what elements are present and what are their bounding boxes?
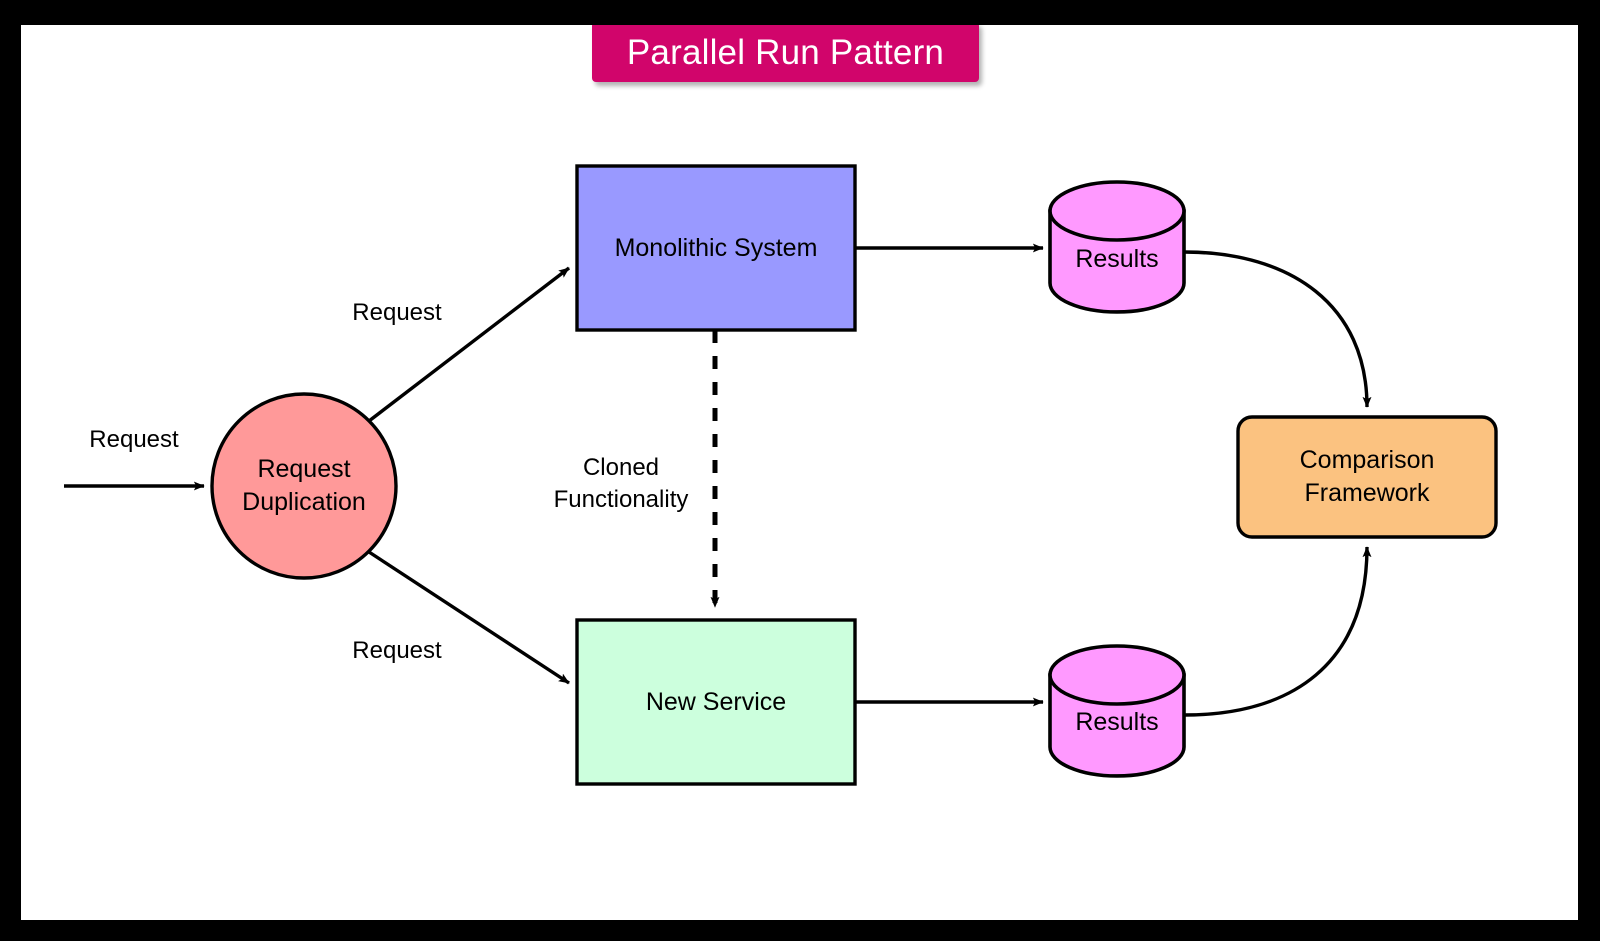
node-monolithic-system[interactable]	[575, 164, 857, 332]
page-title: Parallel Run Pattern	[626, 32, 945, 72]
diagram-canvas: Parallel Run Pattern Monolithic System N…	[21, 25, 1578, 920]
edge-results-top-to-comparison	[1183, 250, 1372, 408]
edge-label-cloned-functionality: Cloned Functionality	[553, 454, 689, 513]
edge-label-request-to-monolith: Request	[352, 299, 442, 326]
node-new-service[interactable]	[575, 618, 857, 786]
edge-label-request-to-new-service: Request	[352, 637, 442, 664]
node-request-duplication[interactable]	[210, 392, 398, 580]
edge-label-external-request: Request	[89, 426, 179, 453]
diagram-vector-layer	[64, 164, 1498, 786]
node-comparison-framework[interactable]	[1236, 415, 1498, 539]
node-results-bottom[interactable]	[1048, 644, 1186, 778]
edge-duplication-to-monolith	[367, 266, 571, 423]
edge-duplication-to-new-service	[368, 550, 570, 685]
diagram-title-badge: Parallel Run Pattern	[592, 25, 979, 82]
node-results-top[interactable]	[1048, 180, 1186, 314]
edge-results-bottom-to-comparison	[1183, 546, 1372, 717]
